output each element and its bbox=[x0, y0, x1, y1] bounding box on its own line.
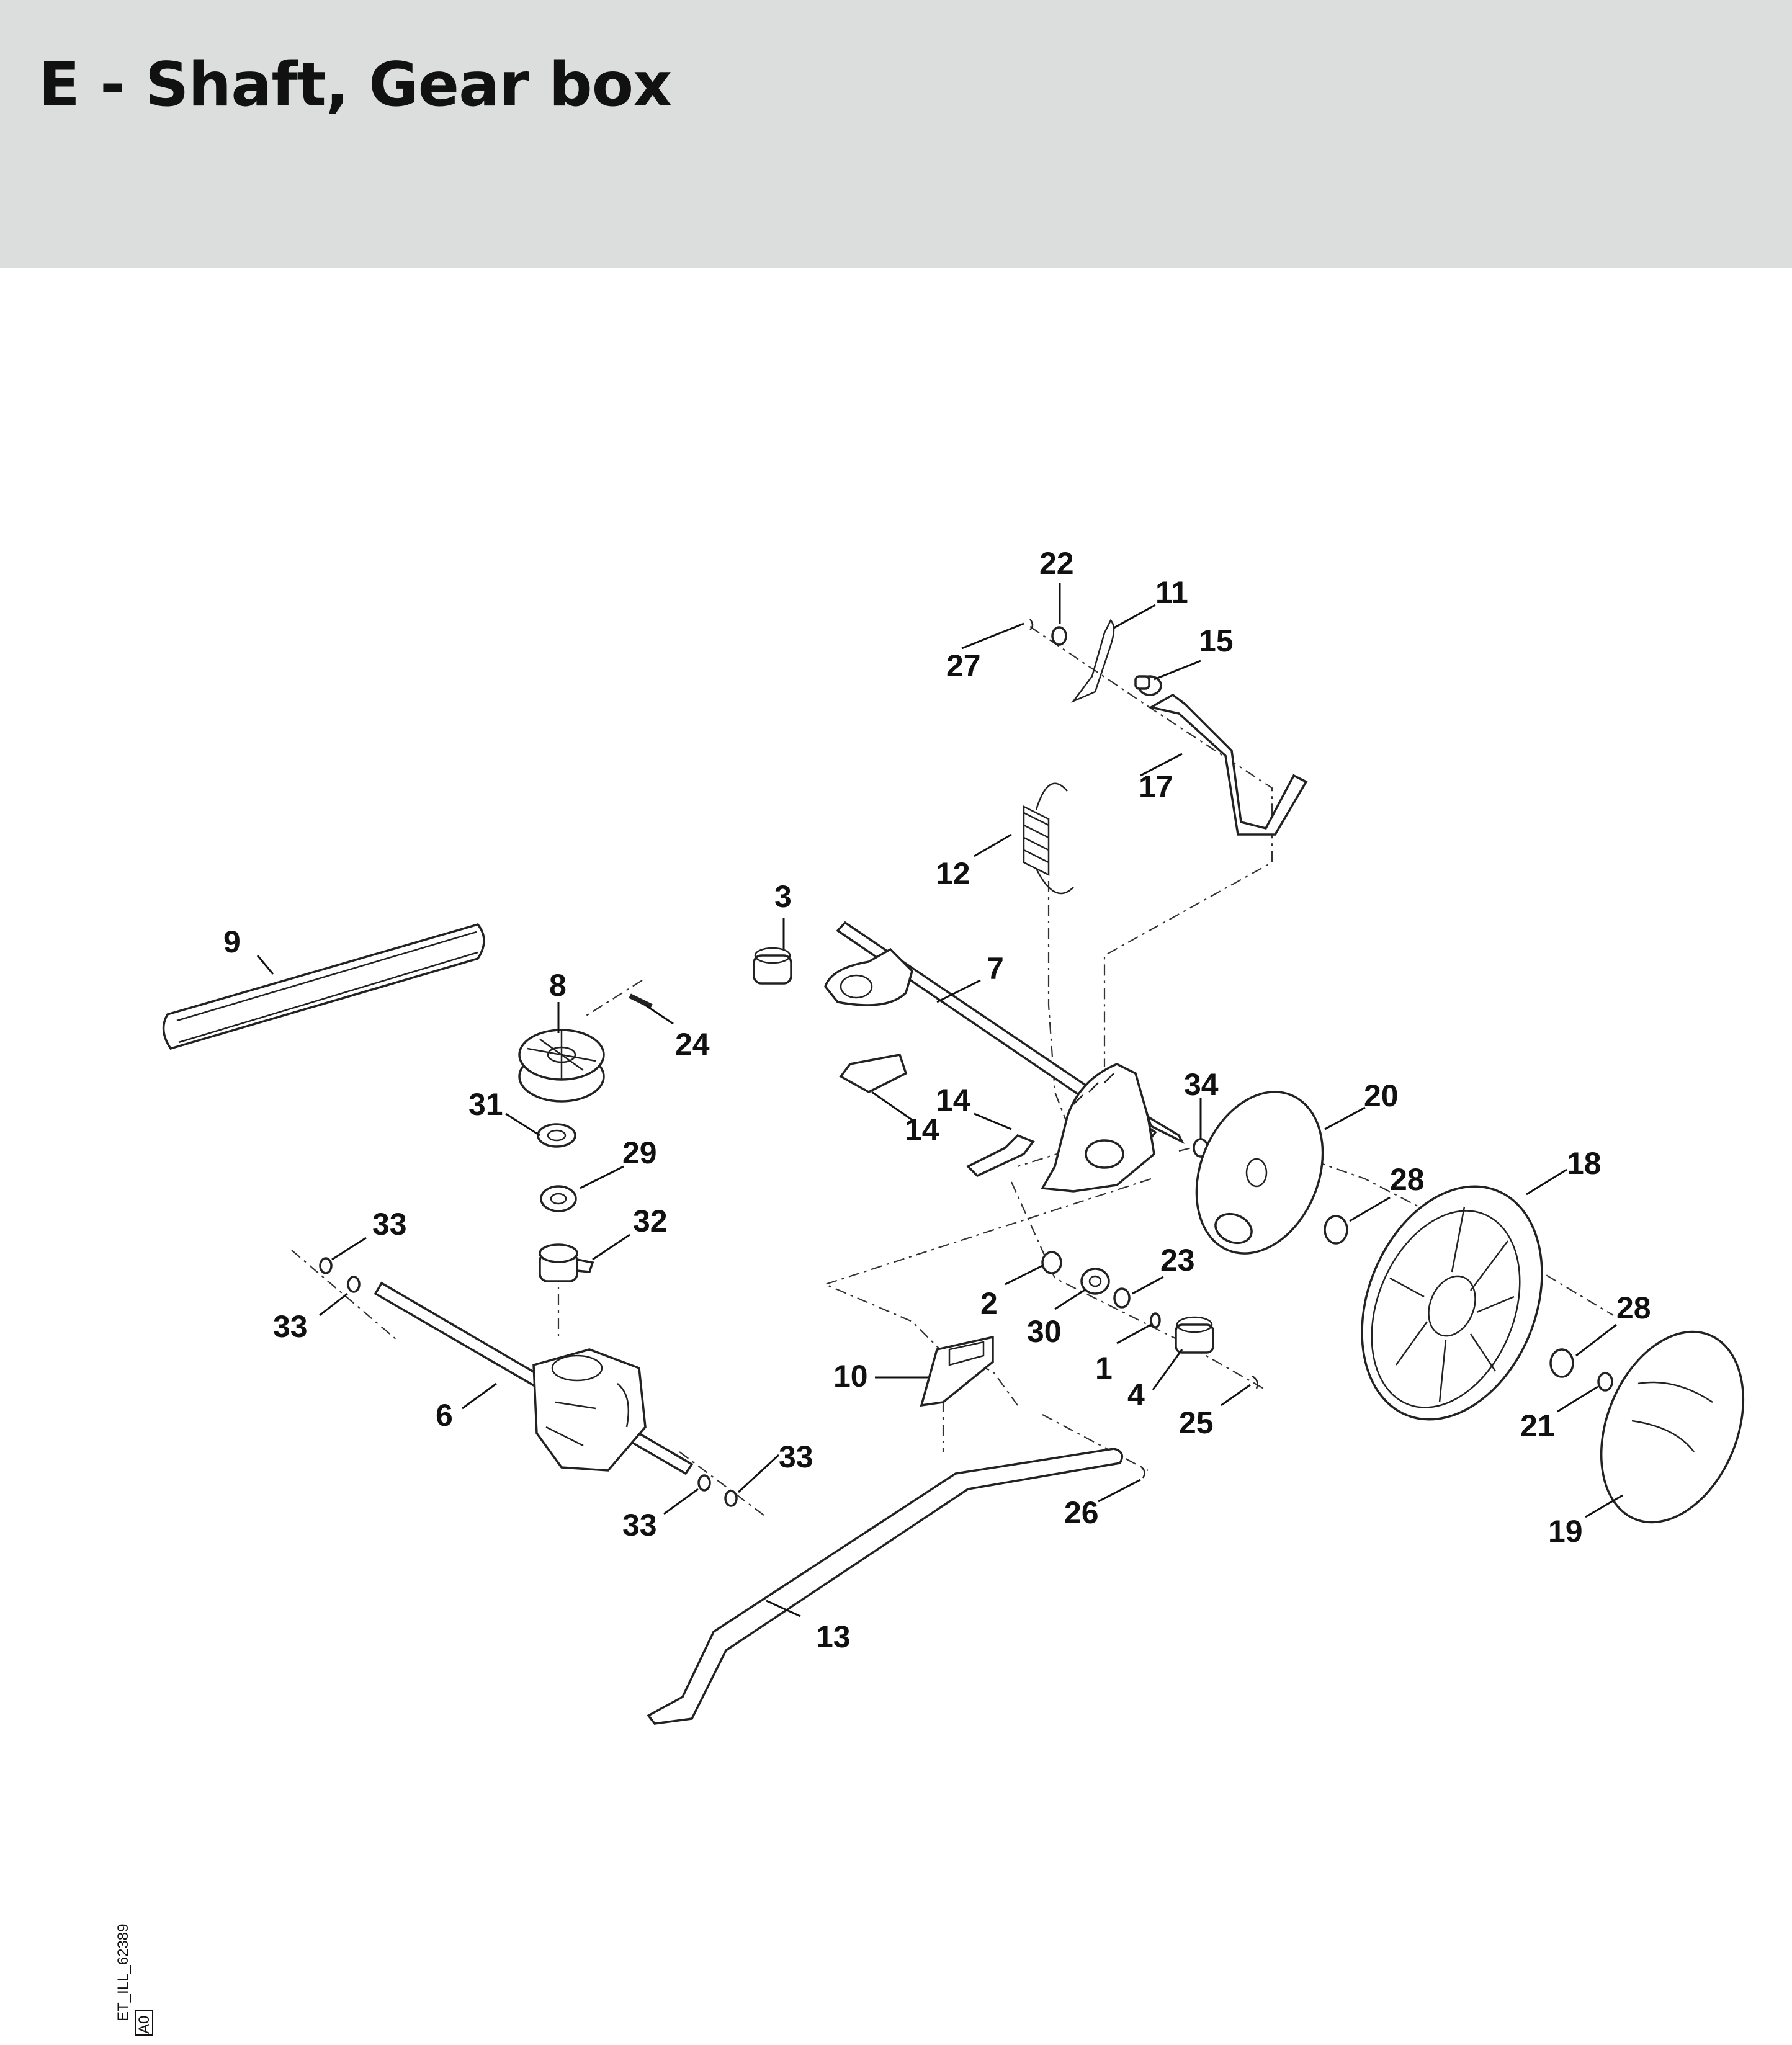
lever-shaft bbox=[824, 921, 1157, 1143]
callout-29: 29 bbox=[622, 1135, 657, 1170]
callout-33-right-upper: 33 bbox=[779, 1439, 813, 1474]
page-title: E - Shaft, Gear box bbox=[38, 50, 672, 120]
wheel-disc bbox=[1195, 1091, 1324, 1255]
callout-33-right-lower: 33 bbox=[622, 1508, 657, 1542]
callout-30: 30 bbox=[1027, 1314, 1062, 1349]
drive-gear bbox=[1175, 1316, 1214, 1354]
circlips bbox=[319, 1257, 738, 1507]
callout-21: 21 bbox=[1520, 1408, 1555, 1443]
spring-clip bbox=[1071, 619, 1115, 703]
callout-23: 23 bbox=[1160, 1243, 1195, 1278]
bushing bbox=[1134, 675, 1162, 696]
callout-6: 6 bbox=[436, 1398, 453, 1433]
brackets bbox=[839, 1053, 1035, 1178]
callout-25: 25 bbox=[1179, 1405, 1214, 1440]
ball-bearing bbox=[540, 1185, 577, 1212]
revision-code: A0 bbox=[136, 2016, 153, 2034]
callout-27: 27 bbox=[946, 648, 981, 683]
callout-15: 15 bbox=[1199, 624, 1234, 658]
clip-26 bbox=[1141, 1467, 1145, 1479]
callout-34: 34 bbox=[1184, 1067, 1219, 1102]
callout-31: 31 bbox=[468, 1087, 503, 1122]
callout-labels: 22 11 27 15 17 12 3 9 7 8 24 14 14 34 20… bbox=[223, 546, 1651, 1654]
tension-spring bbox=[1023, 782, 1074, 895]
callout-33-lower-left: 33 bbox=[273, 1309, 308, 1344]
callout-22: 22 bbox=[1039, 546, 1074, 581]
callout-24: 24 bbox=[675, 1027, 710, 1062]
slider-pad bbox=[920, 1335, 994, 1407]
callout-17: 17 bbox=[1139, 769, 1173, 804]
callout-20: 20 bbox=[1364, 1078, 1399, 1113]
wheel-cap bbox=[1600, 1330, 1745, 1524]
callout-4: 4 bbox=[1127, 1377, 1145, 1412]
callout-3: 3 bbox=[774, 879, 792, 914]
handle-bar bbox=[647, 1448, 1124, 1725]
callout-13: 13 bbox=[816, 1619, 851, 1654]
callout-14-upper: 14 bbox=[936, 1083, 970, 1117]
washer bbox=[537, 1123, 576, 1148]
callout-33-upper-left: 33 bbox=[372, 1207, 407, 1242]
washer-2 bbox=[1041, 1251, 1062, 1274]
hex-nut bbox=[1597, 1372, 1613, 1392]
callout-18: 18 bbox=[1567, 1146, 1602, 1181]
bearing-30 bbox=[1080, 1268, 1110, 1295]
callout-28-lower: 28 bbox=[1616, 1291, 1651, 1325]
drive-belt bbox=[162, 923, 485, 1050]
pulley bbox=[518, 1029, 605, 1103]
exploded-parts-diagram: 22 11 27 15 17 12 3 9 7 8 24 14 14 34 20… bbox=[162, 546, 1745, 1725]
callout-7: 7 bbox=[987, 951, 1004, 986]
bearing-housing bbox=[539, 1243, 594, 1282]
control-rod bbox=[1148, 693, 1308, 836]
small-clip bbox=[1029, 619, 1034, 630]
callout-19: 19 bbox=[1548, 1514, 1583, 1549]
spacers bbox=[1324, 1215, 1574, 1378]
toothed-segment bbox=[1041, 1063, 1185, 1193]
leader-lines bbox=[256, 583, 1623, 1618]
gearbox bbox=[374, 1281, 694, 1475]
callout-10: 10 bbox=[833, 1359, 868, 1394]
callout-8: 8 bbox=[549, 968, 567, 1003]
callout-9: 9 bbox=[223, 924, 241, 959]
small-washer bbox=[1051, 626, 1067, 646]
callout-1: 1 bbox=[1095, 1351, 1113, 1385]
callout-26: 26 bbox=[1064, 1495, 1099, 1530]
washer-23 bbox=[1113, 1287, 1131, 1309]
callout-12: 12 bbox=[936, 856, 970, 891]
wheel bbox=[1361, 1185, 1543, 1421]
reference-code-block: ET_ILL_62389 A0 bbox=[115, 1924, 153, 2036]
illustration-code: ET_ILL_62389 bbox=[115, 1924, 132, 2021]
header-bar: E - Shaft, Gear box bbox=[0, 0, 1792, 268]
clip-25 bbox=[1252, 1375, 1258, 1389]
clip-1 bbox=[1150, 1312, 1161, 1328]
callout-32: 32 bbox=[633, 1204, 668, 1238]
pin bbox=[629, 993, 653, 1009]
pinion-gear bbox=[753, 947, 792, 985]
callout-11: 11 bbox=[1155, 575, 1188, 610]
callout-14-lower: 14 bbox=[905, 1112, 939, 1147]
callout-28-upper: 28 bbox=[1390, 1162, 1425, 1197]
callout-2: 2 bbox=[980, 1286, 998, 1321]
